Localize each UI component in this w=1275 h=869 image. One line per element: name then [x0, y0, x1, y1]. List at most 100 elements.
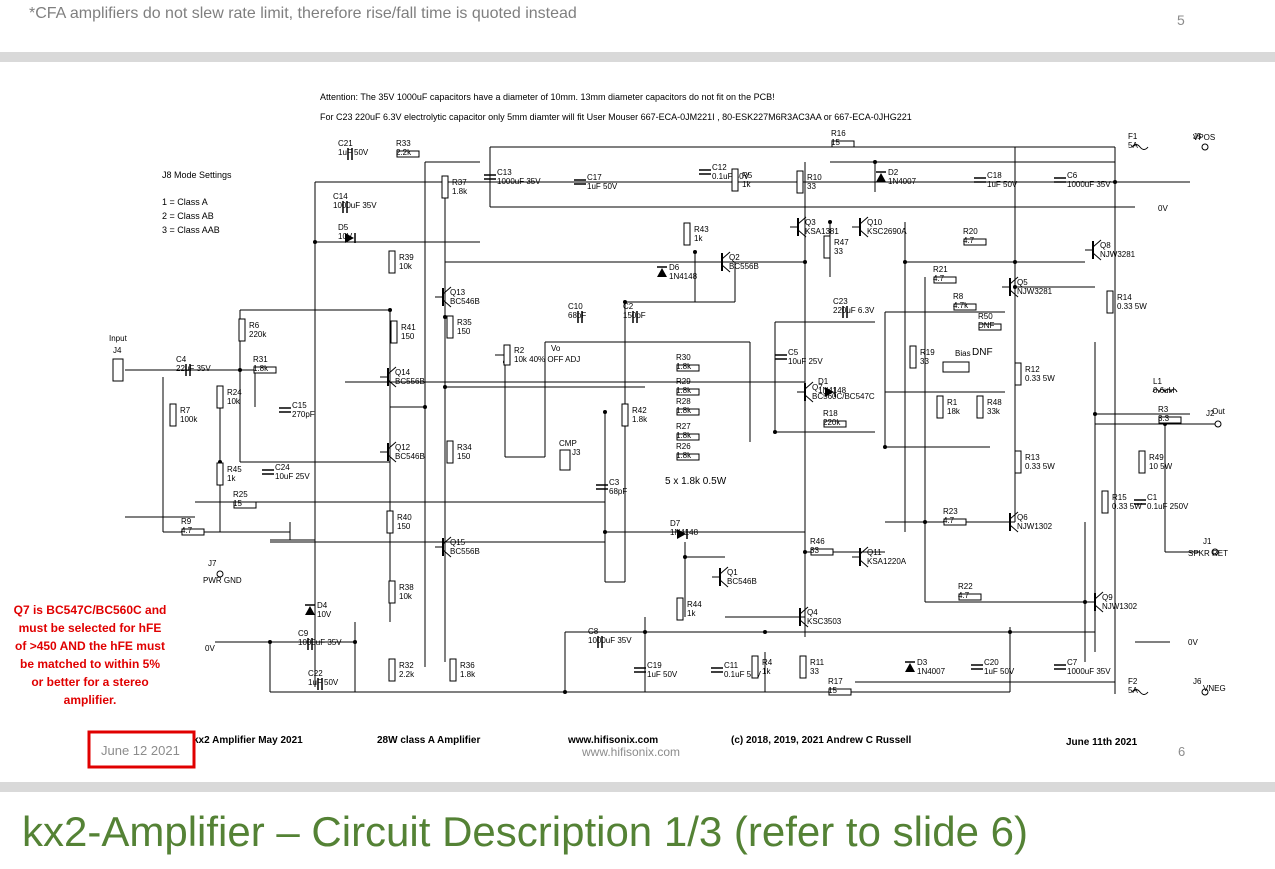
component-ref: F2: [1128, 677, 1138, 686]
component-value: BC546B: [727, 577, 757, 586]
component-c1: C10.1uF 250V: [1134, 493, 1189, 511]
component-ref: C1: [1147, 493, 1158, 502]
component-value: BC556B: [729, 262, 759, 271]
component-value: 1000uF 35V: [298, 638, 342, 647]
junction-dot: [423, 405, 427, 409]
resistor-symbol: [936, 395, 944, 419]
junction-dot: [773, 430, 777, 434]
component-value: 220uF 6.3V: [833, 306, 875, 315]
component-ref: R9: [181, 517, 192, 526]
component-ref: D6: [669, 263, 680, 272]
component-ref: C23: [833, 297, 848, 306]
component-l1: L10.6uH: [1152, 377, 1178, 395]
slide-divider-bottom: [0, 782, 1275, 792]
component-ref: R18: [823, 409, 838, 418]
diode-symbol: [825, 387, 834, 397]
resistor-symbol: [943, 518, 967, 526]
component-value: 0.33 5W: [1025, 374, 1055, 383]
junction-dot: [1013, 260, 1017, 264]
component-value: 1.8k: [253, 364, 269, 373]
attention-note-1: Attention: The 35V 1000uF capacitors hav…: [320, 92, 775, 102]
component-ref: J7: [208, 559, 217, 568]
component-ref: R26: [676, 442, 691, 451]
connector-terminal: [1211, 548, 1219, 556]
resistor-symbol: [676, 408, 700, 416]
j8-mode-1: 1 = Class A: [162, 197, 208, 207]
transistor-collector: [1009, 511, 1019, 520]
component-value: 4.7k: [953, 301, 969, 310]
component-ref: R23: [943, 507, 958, 516]
component-ref: Q14: [395, 368, 411, 377]
component-ref: R15: [1112, 493, 1127, 502]
connector-terminal: [1214, 420, 1222, 428]
component-value: 0.1uF 250V: [1147, 502, 1189, 511]
transistor-collector: [1094, 591, 1104, 600]
component-ref: Q7: [812, 383, 823, 392]
junction-dot: [873, 160, 877, 164]
junction-dot: [388, 308, 392, 312]
component-value: 68pF: [609, 487, 627, 496]
component-ref: R47: [834, 238, 849, 247]
resistor-symbol: [216, 385, 224, 409]
component-ref: R7: [180, 406, 191, 415]
component-value: 33: [810, 667, 819, 676]
component-ref: Q2: [729, 253, 740, 262]
junction-dot: [443, 385, 447, 389]
component-value: KSC2690A: [867, 227, 907, 236]
component-value: 1000uF 35V: [1067, 667, 1111, 676]
component-ref: D7: [670, 519, 681, 528]
footer-website: www.hifisonix.com: [567, 735, 658, 746]
component-value: 10k: [227, 397, 241, 406]
transistor-emitter: [1092, 252, 1102, 261]
resistor-symbol: [1138, 450, 1146, 474]
component-ref: R27: [676, 422, 691, 431]
resistor-symbol: [1014, 450, 1022, 474]
component-ref: J1: [1203, 537, 1212, 546]
connector-terminal: [216, 570, 224, 578]
footer-date: June 11th 2021: [1066, 737, 1138, 748]
component-value: 1.8k: [632, 415, 648, 424]
component-value: 1000uF 35V: [1067, 180, 1111, 189]
bias-jumper-j8: [942, 361, 970, 373]
junction-dot: [1008, 630, 1012, 634]
component-value: KSC3503: [807, 617, 842, 626]
component-ref: C6: [1067, 171, 1078, 180]
transistor-collector: [719, 566, 729, 575]
resistor-symbol: [396, 150, 420, 158]
component-value: 10k: [399, 262, 413, 271]
slide-divider: [0, 52, 1275, 62]
junction-dot: [883, 445, 887, 449]
slide-title: kx2-Amplifier – Circuit Description 1/3 …: [22, 808, 1028, 855]
diode-symbol: [677, 529, 686, 539]
component-ref: D2: [888, 168, 899, 177]
component-value: 0.33 5W: [1117, 302, 1147, 311]
component-ref: R44: [687, 600, 702, 609]
junction-dot: [643, 630, 647, 634]
resistor-bank-note: 5 x 1.8k 0.5W: [665, 476, 727, 487]
component-value: NJW1302: [1102, 602, 1138, 611]
component-ref: R4: [762, 658, 773, 667]
resistor-symbol: [238, 318, 246, 342]
resistor-symbol: [953, 303, 977, 311]
component-ref: D4: [317, 601, 328, 610]
component-ref: C22: [308, 669, 323, 678]
